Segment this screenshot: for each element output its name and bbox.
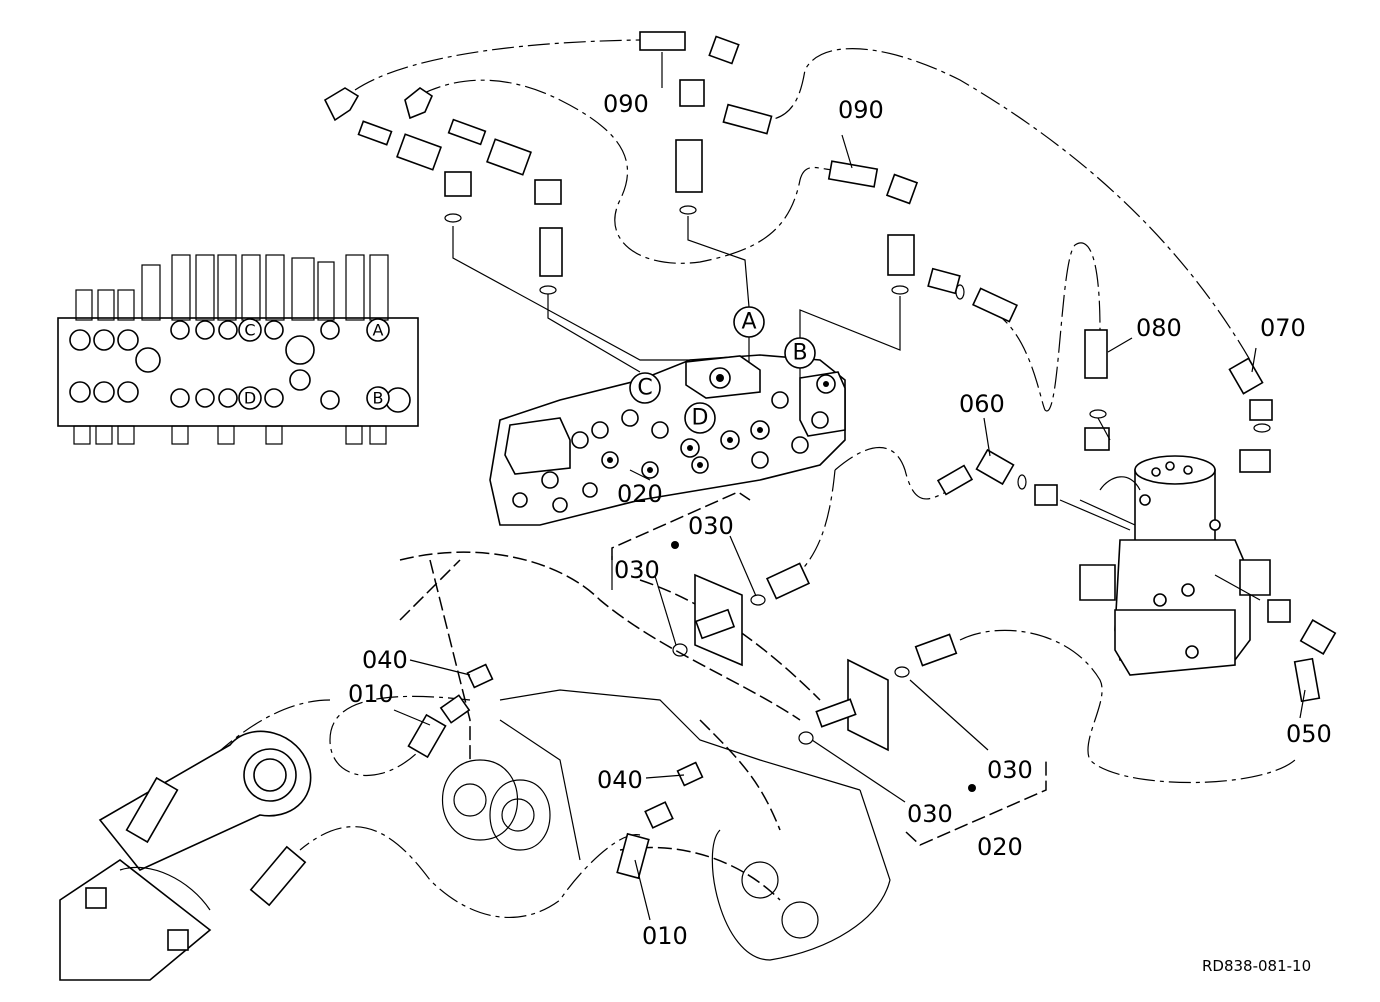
kit-group-upper (611, 491, 751, 590)
kit-group-lower (905, 760, 1047, 846)
label-040-upper: 040 (362, 646, 408, 674)
label-020-upper: 020 (617, 480, 663, 508)
label-080: 080 (1136, 314, 1182, 342)
label-020-lower: 020 (977, 833, 1023, 861)
swivel-joint (1079, 455, 1271, 676)
valve-port-c: C (629, 372, 661, 404)
part-labels: 090 090 070 080 060 020 030 030 040 010 … (348, 90, 1332, 950)
label-060: 060 (959, 390, 1005, 418)
right-fittings (750, 448, 1337, 703)
callout-b-valve: B (792, 341, 807, 366)
boom-cylinder (59, 730, 312, 981)
label-090-right: 090 (838, 96, 884, 124)
control-valve-inset: C D A B (57, 254, 419, 445)
label-040-lower: 040 (597, 766, 643, 794)
main-control-valve: A B C D (489, 306, 846, 526)
callout-c-panel: C (244, 321, 255, 340)
label-030-c: 030 (987, 756, 1033, 784)
inset-port-b: B (366, 386, 390, 410)
inset-port-c: C (238, 318, 262, 342)
label-030-b: 030 (614, 556, 660, 584)
callout-b-panel: B (373, 389, 384, 408)
valve-port-b: B (784, 337, 816, 369)
callout-a-panel: A (373, 321, 384, 340)
callout-a-valve: A (741, 310, 756, 335)
label-070: 070 (1260, 314, 1306, 342)
valve-port-d: D (684, 402, 716, 434)
callout-d-panel: D (244, 389, 256, 408)
label-030-a: 030 (688, 512, 734, 540)
label-010-bottom: 010 (642, 922, 688, 950)
inset-port-d: D (238, 386, 262, 410)
inset-port-a: A (366, 318, 390, 342)
leader-lines (393, 52, 1306, 921)
label-090-left: 090 (603, 90, 649, 118)
callout-d-valve: D (692, 406, 709, 431)
valve-port-a: A (733, 306, 765, 338)
label-050: 050 (1286, 720, 1332, 748)
mounting-plates (407, 573, 889, 880)
callout-c-valve: C (637, 376, 652, 401)
drawing-reference-code: RD838-081-10 (1202, 957, 1311, 975)
upper-hose-routing (179, 31, 1296, 919)
label-030-d: 030 (907, 800, 953, 828)
label-010-left: 010 (348, 680, 394, 708)
